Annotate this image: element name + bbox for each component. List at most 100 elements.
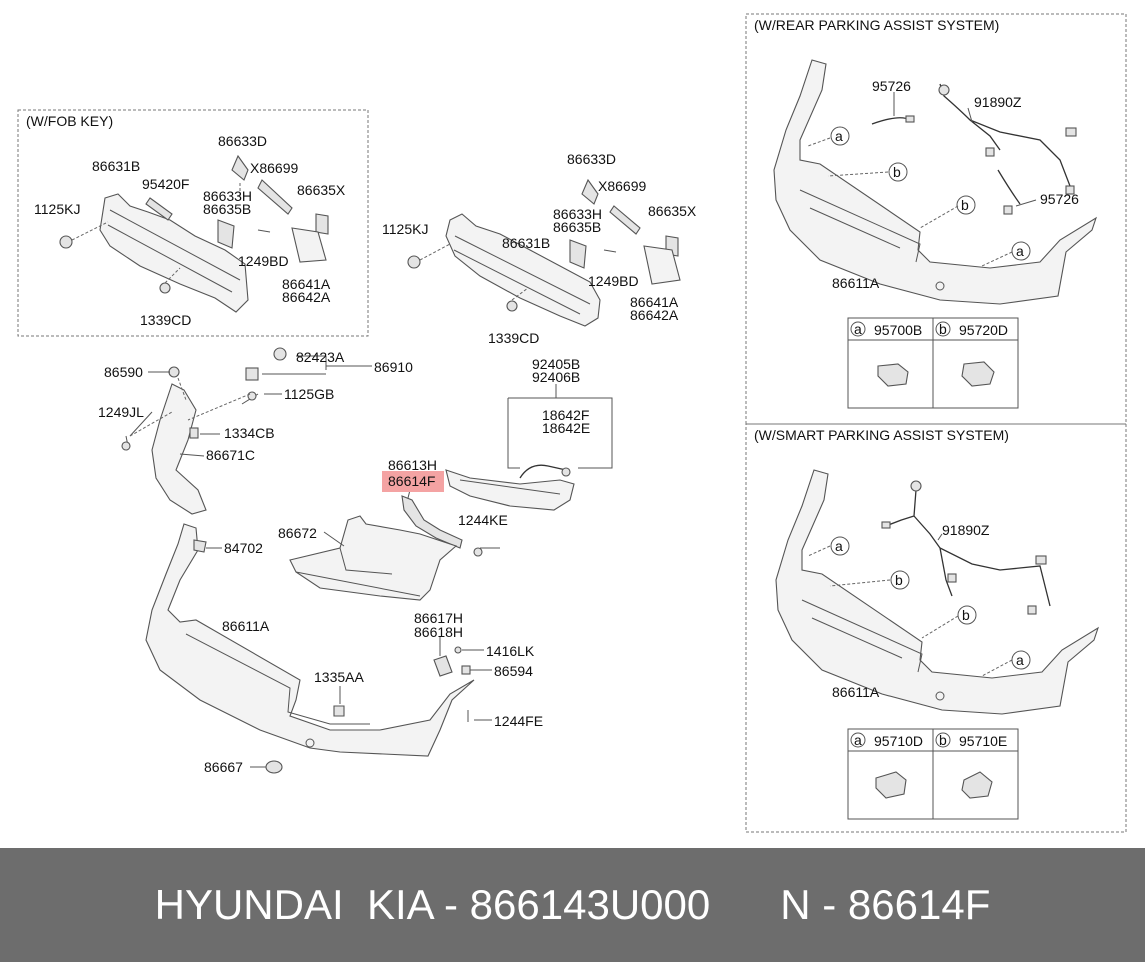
callout-86667: 86667 [204, 759, 243, 775]
clip-1335AA [333, 705, 345, 717]
smart-parking-group: (W/SMART PARKING ASSIST SYSTEM) a b b a … [745, 423, 1127, 833]
nut-1339CD [506, 300, 518, 312]
callout-1125KJ: 1125KJ [382, 221, 428, 237]
callout-18642F: 18642F [542, 407, 589, 423]
callout-86633D: 86633D [218, 133, 267, 149]
callout-1249BD: 1249BD [588, 273, 639, 289]
main-bumper-group: 84702 86611A 86617H 86618H 1416LK 86594 … [145, 523, 543, 775]
retainer-86910 [245, 367, 259, 381]
callout-86590: 86590 [104, 364, 143, 380]
callout-86635B: 86635B [553, 219, 601, 235]
callout-X86699: X86699 [598, 178, 646, 194]
smart-sensor-a-icon [875, 771, 907, 799]
socket-wire-18642F [519, 464, 567, 479]
callout-1244KE: 1244KE [458, 512, 508, 528]
callout-86910: 86910 [374, 359, 413, 375]
callout-1125GB: 1125GB [284, 386, 334, 402]
rear-sensor-table: a 95700B b 95720D [847, 317, 1019, 409]
callout-86635B: 86635B [203, 201, 251, 217]
callout-86671C: 86671C [206, 447, 255, 463]
callout-95420F: 95420F [142, 176, 189, 192]
marker-a: a [1016, 243, 1024, 259]
callout-18642E: 18642E [542, 420, 590, 436]
callout-91890Z: 91890Z [942, 522, 990, 538]
clip-86594 [461, 665, 471, 675]
highlight-86614F [382, 471, 444, 492]
callout-1416LK: 1416LK [486, 643, 535, 659]
marker-b: b [961, 197, 969, 213]
callout-86631B: 86631B [502, 235, 550, 251]
fob-antenna-95420F [145, 197, 173, 221]
clip-1334CB [189, 427, 199, 439]
bracket-86633D [581, 178, 599, 205]
callout-1244FE: 1244FE [494, 713, 543, 729]
clip-82423A [273, 347, 287, 361]
callout-86611A: 86611A [222, 618, 270, 634]
part-number-banner: HYUNDAI KIA - 866143U000 N - 86614F [0, 848, 1145, 962]
side-bracket-86671C [151, 383, 207, 515]
exploded-diagram: (W/FOB KEY) 86633D 86631B X86699 95420F … [17, 13, 1127, 833]
sensor-95710D: 95710D [874, 733, 923, 749]
callout-86631B: 86631B [92, 158, 140, 174]
callout-86635X: 86635X [297, 182, 346, 198]
svg-text:a: a [854, 732, 862, 748]
trim-garnish-86614F [401, 495, 463, 549]
marker-b: b [893, 164, 901, 180]
wiring-91890Z-spa [885, 489, 1051, 607]
bulb-18642E [561, 467, 571, 477]
fob-bracket-X86699 [257, 179, 293, 215]
callout-82423A: 82423A [296, 349, 345, 365]
marker-b: b [895, 572, 903, 588]
sensor-95720D: 95720D [959, 322, 1008, 338]
callout-86618H: 86618H [414, 624, 463, 640]
rear-bumper-86611A-spa [775, 469, 1099, 715]
callout-86611A: 86611A [832, 684, 880, 700]
callout-86594: 86594 [494, 663, 533, 679]
rear-bumper-cover-86611A [145, 523, 475, 757]
sensor-95700B: 95700B [874, 322, 922, 338]
parking-sensor-a-icon [877, 363, 909, 387]
marker-a: a [835, 538, 843, 554]
callout-92406B: 92406B [532, 369, 580, 385]
bracket-86641A [643, 245, 681, 285]
cap-86667 [265, 760, 283, 774]
callout-86641A: 86641A [630, 294, 679, 310]
callout-86611A: 86611A [832, 275, 880, 291]
marker-a: a [835, 128, 843, 144]
svg-text:b: b [939, 732, 947, 748]
reflector-group: 92405B 92406B 18642F 18642E 86613H 86614… [382, 356, 613, 557]
rear-reflector-92405B [445, 469, 575, 511]
smart-sensor-b-icon [961, 771, 993, 799]
callout-95726: 95726 [872, 78, 911, 94]
callout-86672: 86672 [278, 525, 317, 541]
callout-X86699: X86699 [250, 160, 298, 176]
callout-86635X: 86635X [648, 203, 697, 219]
callout-86633H: 86633H [203, 188, 252, 204]
fob-reinforcement-beam [99, 193, 249, 313]
clip-84702 [193, 539, 207, 553]
fob-bolt-1125KJ [59, 235, 73, 249]
lower-cover-group: 86672 [278, 515, 458, 601]
callout-1249BD: 1249BD [238, 253, 289, 269]
main-beam-group: 86633D X86699 86633H 86635B 86635X 1125K… [382, 151, 697, 346]
parking-sensor-b-icon [961, 361, 995, 387]
callout-86642A: 86642A [630, 307, 679, 323]
fob-key-title: (W/FOB KEY) [26, 113, 113, 129]
callout-86617H: 86617H [414, 610, 463, 626]
callout-1335AA: 1335AA [314, 669, 364, 685]
callout-86614F: 86614F [388, 473, 435, 489]
callout-86613H: 86613H [388, 457, 437, 473]
bracket-86633H [569, 239, 587, 269]
callout-84702: 84702 [224, 540, 263, 556]
callout-92405B: 92405B [532, 356, 580, 372]
fob-bracket-86641A [291, 227, 327, 263]
sensor-95710E: 95710E [959, 733, 1007, 749]
callout-1339CD: 1339CD [488, 330, 539, 346]
callout-91890Z: 91890Z [974, 94, 1022, 110]
banner-part-number: HYUNDAI KIA - 866143U000 [154, 881, 711, 928]
marker-b: b [962, 607, 970, 623]
callout-1334CB: 1334CB [224, 425, 275, 441]
screw-1244KE [473, 547, 483, 557]
fob-nut-1339CD [159, 282, 171, 294]
